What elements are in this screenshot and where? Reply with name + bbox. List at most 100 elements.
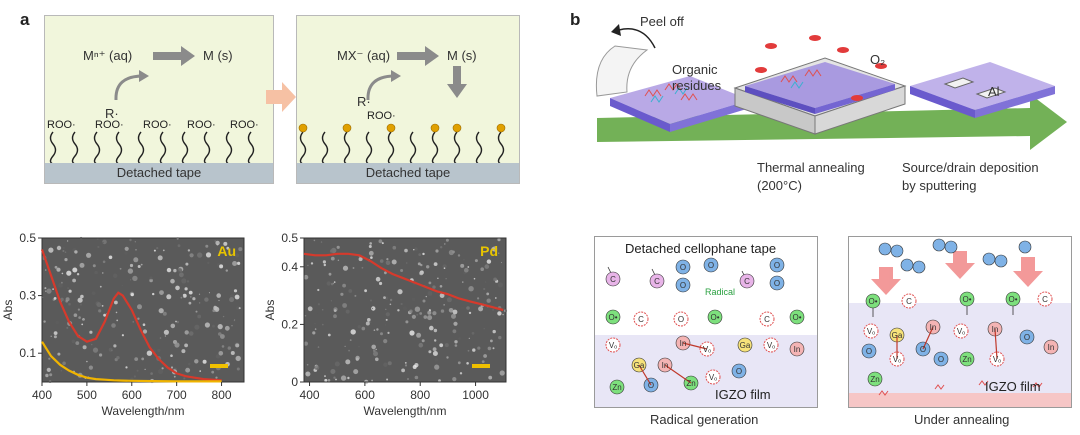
- atom-vo: Vₒ: [893, 355, 901, 364]
- atom-o: O: [680, 281, 686, 290]
- atom-ga: Ga: [634, 361, 645, 370]
- atom-o: O: [774, 279, 780, 288]
- atom-vo: Vₒ: [609, 341, 617, 350]
- atom-o: O: [708, 261, 714, 270]
- roo-label: ROO·: [367, 110, 396, 122]
- annealing-box: O• C O• O• C Vₒ Ga In Vₒ In O In O Vₒ O …: [848, 236, 1072, 408]
- thermal-annealing-label: Thermal annealing: [757, 160, 865, 175]
- y-tick-label: 0: [291, 375, 298, 389]
- substrate-3: [910, 62, 1055, 118]
- radical-atoms: C C C O O O O O O• O• O• C O C Vₒ Ga In: [605, 257, 805, 395]
- down-arrow-icon: [447, 66, 467, 98]
- substrate-1: [610, 76, 750, 132]
- curved-arrow-icon: [114, 70, 149, 101]
- roo-label: ROO·: [187, 119, 216, 131]
- roo-label: ROO·: [230, 119, 259, 131]
- plot-frame: [303, 237, 507, 383]
- annealing-atoms: O• C O• O• C Vₒ Ga In Vₒ In O In O Vₒ O …: [861, 238, 1059, 396]
- atom-c: C: [764, 315, 770, 324]
- curved-arrow-icon: [366, 70, 401, 101]
- y-tick-label: 0.3: [19, 289, 36, 303]
- al-label: Al: [988, 84, 1000, 99]
- atom-o-star: O•: [868, 297, 877, 306]
- box-title: Detached cellophane tape: [625, 241, 777, 256]
- x-tick-label: 700: [167, 388, 187, 402]
- x-tick-label: 600: [355, 388, 375, 402]
- organic-residues-label: Organic residues: [672, 62, 722, 93]
- atom-zn: Zn: [686, 379, 695, 388]
- polymer-chains: [49, 131, 255, 164]
- reaction-solid-label: M (s): [203, 48, 233, 63]
- y-axis-label: Abs: [1, 300, 15, 321]
- polymer-chains-with-particles: [298, 123, 506, 164]
- x-tick-label: 400: [32, 388, 52, 402]
- temperature-label: (200°C): [757, 178, 802, 193]
- y-axis-label: Abs: [263, 300, 277, 321]
- atom-vo: Vₒ: [767, 341, 775, 350]
- radical-annotation: Radical: [705, 287, 736, 297]
- micrograph-texture: [303, 238, 508, 385]
- y-tick-label: 0.2: [281, 317, 298, 331]
- radical-generation-box: Detached cellophane tape Radical: [594, 236, 818, 408]
- igzo-film-label: IGZO film: [715, 387, 771, 402]
- atom-o: O: [680, 263, 686, 272]
- atom-in: In: [794, 345, 801, 354]
- atom-o: O: [920, 345, 926, 354]
- x-tick-label: 500: [77, 388, 97, 402]
- y-tick-label: 0.5: [281, 231, 298, 245]
- atom-vo: Vₒ: [709, 373, 717, 382]
- atom-vo: Vₒ: [703, 345, 711, 354]
- x-tick-label: 1000: [462, 388, 489, 402]
- sd-sputtering-label: by sputtering: [902, 178, 977, 193]
- atom-zn: Zn: [870, 375, 879, 384]
- x-axis-label: Wavelength/nm: [364, 404, 447, 418]
- atom-vo: Vₒ: [957, 327, 965, 336]
- y-tick-label: 0.4: [281, 260, 298, 274]
- roo-label: ROO·: [47, 119, 76, 131]
- atom-ga: Ga: [740, 341, 751, 350]
- atom-c: C: [638, 315, 644, 324]
- atom-o: O: [678, 315, 684, 324]
- atom-o-star: O•: [1008, 295, 1017, 304]
- reaction-solid-label: M (s): [447, 48, 477, 63]
- x-tick-label: 600: [122, 388, 142, 402]
- tape-label: Detached tape: [45, 163, 273, 183]
- schematic-left: Mⁿ⁺ (aq) M (s) R· ROO· ROO· ROO· ROO· RO…: [44, 15, 274, 184]
- atom-in: In: [992, 325, 999, 334]
- reaction-arrow-icon: [153, 46, 195, 66]
- tape-label: Detached tape: [297, 163, 519, 183]
- process-diagram: [595, 24, 1067, 150]
- atom-vo: Vₒ: [993, 355, 1001, 364]
- radical-generation-caption: Radical generation: [650, 412, 759, 427]
- series-line-0: [40, 249, 222, 382]
- atom-o-star: O•: [608, 313, 617, 322]
- reaction-ion-label: MX⁻ (aq): [337, 48, 391, 63]
- x-tick-label: 400: [300, 388, 320, 402]
- series-line-0: [303, 252, 504, 312]
- panel-a-label: a: [20, 10, 30, 29]
- x-tick-label: 800: [410, 388, 430, 402]
- peel-off-label: Peel off: [640, 14, 684, 29]
- atom-c: C: [744, 277, 750, 286]
- o2-label: O₂: [870, 52, 886, 67]
- y-tick-label: 0.1: [19, 346, 36, 360]
- x-tick-label: 800: [212, 388, 232, 402]
- scale-bar: [472, 364, 490, 368]
- atom-in: In: [662, 361, 669, 370]
- atom-c: C: [610, 275, 616, 284]
- inset-label: Au: [217, 243, 236, 259]
- atom-o: O: [866, 347, 872, 356]
- x-axis-label: Wavelength/nm: [102, 404, 185, 418]
- atom-o-star: O•: [962, 295, 971, 304]
- roo-label: ROO·: [143, 119, 172, 131]
- reaction-ion-label: Mⁿ⁺ (aq): [83, 48, 133, 63]
- atom-c: C: [1042, 295, 1048, 304]
- radical-label: R·: [105, 106, 119, 121]
- series-line-1: [41, 341, 222, 383]
- atom-c: C: [654, 277, 660, 286]
- atom-o-star: O•: [710, 313, 719, 322]
- roo-label: ROO·: [95, 119, 124, 131]
- atom-in: In: [1048, 343, 1055, 352]
